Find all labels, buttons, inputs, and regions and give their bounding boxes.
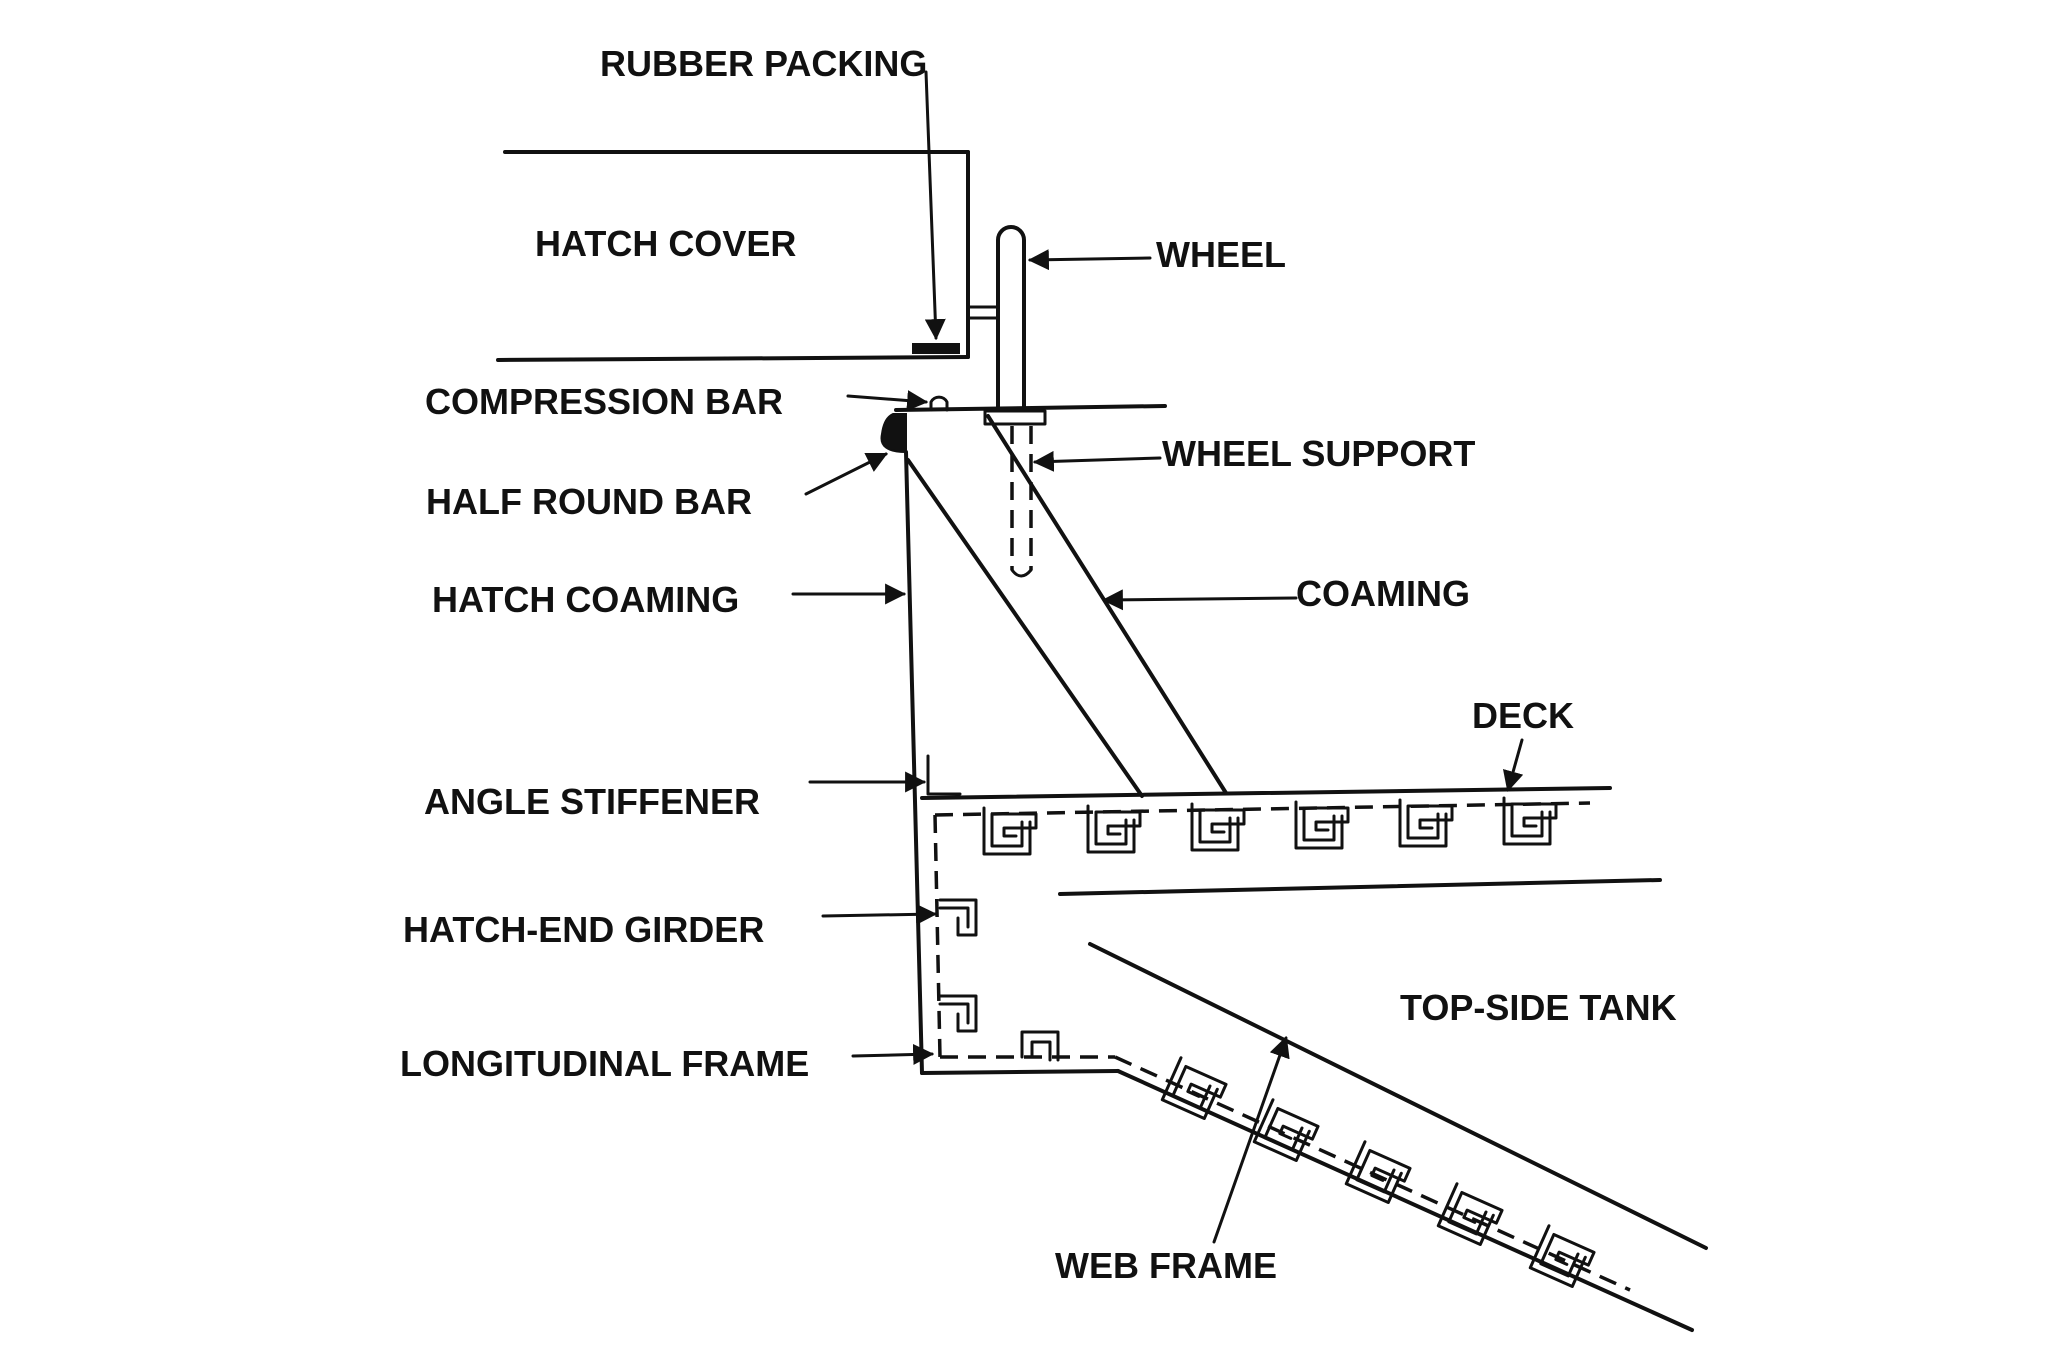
web-frame-edge [1088, 942, 1708, 1250]
longitudinal-profile [982, 806, 1038, 856]
longitudinal-profile [1294, 800, 1350, 850]
label-longitudinal-frame: LONGITUDINAL FRAME [400, 1043, 809, 1084]
label-wheel: WHEEL [1156, 234, 1286, 275]
longitudinal-profile [1190, 802, 1246, 852]
longitudinal-profile [1502, 796, 1558, 846]
longitudinal-profile [1528, 1224, 1596, 1288]
bottom-and-sloping-plate [920, 1069, 1694, 1332]
sloping-longitudinals [1160, 1056, 1596, 1288]
label-rubber-packing: RUBBER PACKING [600, 43, 927, 84]
half-round-bar-shape [880, 413, 907, 454]
wheel-support-shape [983, 409, 1047, 578]
longitudinal-profile [1086, 804, 1142, 854]
coaming-bracket-inner [906, 458, 1144, 798]
deck-longitudinals [982, 796, 1558, 856]
longitudinal-frame-profile [1020, 1030, 1060, 1062]
longitudinal-profile [1344, 1140, 1412, 1204]
coaming-dashed-line [933, 814, 942, 1058]
hatch-end-girder-stiffeners [938, 898, 978, 1033]
hatch-coaming-plate [904, 450, 924, 1075]
label-coaming: COAMING [1296, 573, 1470, 614]
coaming-top-plate [894, 404, 1167, 412]
label-hatch-cover: HATCH COVER [535, 223, 796, 264]
longitudinal-profile [1160, 1056, 1228, 1120]
angle-stiffener-shape [926, 754, 962, 796]
label-web-frame: WEB FRAME [1055, 1245, 1277, 1286]
label-compression-bar: COMPRESSION BAR [425, 381, 783, 422]
label-deck: DECK [1472, 695, 1574, 736]
longitudinal-profile [1398, 798, 1454, 848]
label-half-round-bar: HALF ROUND BAR [426, 481, 752, 522]
label-angle-stiffener: ANGLE STIFFENER [424, 781, 760, 822]
hatch-cover-shape [496, 150, 970, 362]
compression-bar-shape [929, 395, 949, 412]
label-hatch-coaming: HATCH COAMING [432, 579, 739, 620]
rubber-packing-shape [912, 343, 960, 354]
leader-lines [791, 70, 1524, 1244]
wheel-shape [966, 225, 1026, 410]
longitudinal-profile [1252, 1098, 1320, 1162]
label-top-side-tank: TOP-SIDE TANK [1400, 987, 1677, 1028]
tank-inner-plate [1058, 878, 1662, 896]
label-hatch-end-girder: HATCH-END GIRDER [403, 909, 764, 950]
longitudinal-profile [1436, 1182, 1504, 1246]
deck-dashed-line [934, 801, 1591, 817]
label-wheel-support: WHEEL SUPPORT [1162, 433, 1475, 474]
deck-plate [920, 786, 1612, 800]
